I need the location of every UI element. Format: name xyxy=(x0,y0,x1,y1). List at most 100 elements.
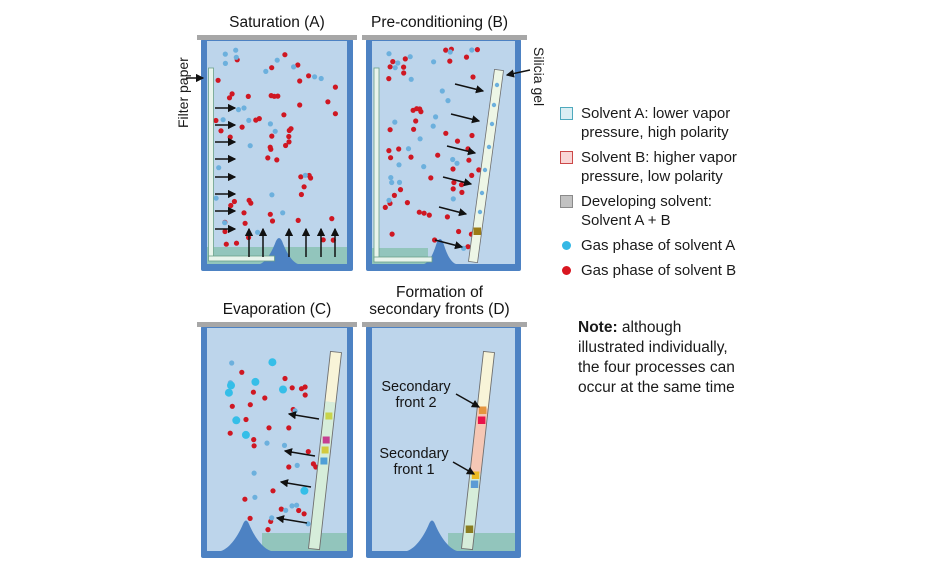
solvent-a-swatch-icon xyxy=(560,107,573,120)
gas-dot xyxy=(404,200,410,206)
gas-dot xyxy=(413,118,419,124)
gas-dot xyxy=(433,114,439,120)
arrow-icon xyxy=(275,515,308,524)
gas-dot xyxy=(215,77,221,83)
filter-paper-bottom xyxy=(208,255,275,262)
gas-dot xyxy=(470,74,476,80)
gas-dot xyxy=(325,99,331,105)
gas-dot xyxy=(247,402,253,408)
gas-dot xyxy=(421,210,427,216)
gas-dot xyxy=(274,157,280,163)
legend-label: Gas phase of solvent A xyxy=(581,237,736,254)
gas-dot xyxy=(386,76,392,82)
gas-dot xyxy=(465,244,471,250)
gas-dot xyxy=(283,142,289,149)
gas-dot xyxy=(239,124,245,130)
gas-dot xyxy=(491,102,497,108)
legend-label: Developing solvent: Solvent A + B xyxy=(581,193,712,229)
note: Note: although illustrated individually,… xyxy=(578,318,774,398)
arrow-icon xyxy=(505,69,531,78)
arrow-icon xyxy=(452,461,476,475)
gas-dot xyxy=(482,167,488,173)
gas-dot xyxy=(283,507,289,513)
gas-dot xyxy=(386,197,392,203)
gas-dot xyxy=(388,175,394,181)
arrow-icon xyxy=(434,239,464,250)
filter-paper-label: Filter paper xyxy=(175,57,191,128)
gas-dot xyxy=(305,449,311,455)
solvent-mound xyxy=(221,520,271,551)
arrow-icon xyxy=(442,176,473,187)
gas-dot xyxy=(220,117,226,123)
gas-dot xyxy=(235,107,242,113)
gas-dot xyxy=(241,210,247,216)
legend-item-developing-solvent: Developing solvent: Solvent A + B xyxy=(560,192,790,230)
silica-gel-label: Silicia gel xyxy=(531,47,547,106)
gas-dot xyxy=(386,148,392,154)
panel-title-secondary-fronts: Formation of secondary fronts (D) xyxy=(369,284,510,318)
gas-dot xyxy=(286,425,292,431)
gas-dot xyxy=(279,385,287,394)
gas-dot xyxy=(266,425,272,431)
gas-dot xyxy=(474,47,480,53)
gas-dot xyxy=(439,88,445,94)
gas-dot xyxy=(302,392,308,398)
gas-dot xyxy=(243,416,249,423)
gas-dot xyxy=(245,93,251,99)
gas-dot xyxy=(477,209,483,215)
gas-dot xyxy=(295,217,301,223)
gas-dot xyxy=(432,237,438,243)
gas-dot xyxy=(397,187,404,193)
panel-evaporation xyxy=(197,322,357,558)
gas-dot xyxy=(430,123,436,129)
arrow-icon xyxy=(283,448,316,457)
gas-dot xyxy=(231,198,237,205)
gas-dot xyxy=(241,105,247,111)
gas-dot xyxy=(298,191,304,198)
gas-dot xyxy=(426,212,432,218)
arrow-icon xyxy=(438,206,468,217)
silica-plate xyxy=(468,68,504,264)
gas-dot xyxy=(302,384,308,390)
gas-dot xyxy=(301,184,307,190)
gas-dot xyxy=(405,146,412,152)
gas-dot xyxy=(213,195,219,201)
gas-dot xyxy=(387,127,393,133)
gas-dot xyxy=(252,494,258,500)
gas-dot xyxy=(246,117,252,123)
gas-dot xyxy=(232,416,241,425)
gas-dot xyxy=(223,241,229,247)
gas-dot xyxy=(407,54,413,60)
adsorbed-solvent-dots xyxy=(477,82,500,215)
gas-dot xyxy=(392,119,398,125)
gas-dots-group xyxy=(382,46,482,256)
gas-dot xyxy=(454,160,460,166)
gas-dot xyxy=(421,164,427,170)
gas-dot xyxy=(392,65,398,71)
gas-dot xyxy=(269,218,276,224)
gas-dot xyxy=(288,126,294,132)
gas-dot xyxy=(396,179,403,185)
gas-dot xyxy=(272,128,278,134)
gas-dot xyxy=(295,62,301,68)
gas-dot xyxy=(278,506,284,512)
gas-dot xyxy=(332,84,338,90)
gas-dot xyxy=(265,527,271,533)
gas-dot xyxy=(222,51,228,57)
gas-dot xyxy=(262,395,268,401)
gas-dot xyxy=(445,98,451,104)
gas-dot xyxy=(389,179,395,186)
gas-dot xyxy=(289,385,295,391)
arrow-icon xyxy=(454,83,485,94)
gas-dot xyxy=(233,47,239,53)
gas-dot xyxy=(296,507,302,514)
gas-dot xyxy=(301,511,307,517)
gas-dot xyxy=(286,464,292,470)
gas-dot xyxy=(294,462,300,468)
gas-dot xyxy=(250,389,256,395)
developing-solvent-pool xyxy=(448,533,515,551)
gas-dot xyxy=(289,503,295,509)
arrow-icon xyxy=(446,145,477,156)
gas-dot xyxy=(247,143,253,149)
sample-spot xyxy=(322,436,330,444)
